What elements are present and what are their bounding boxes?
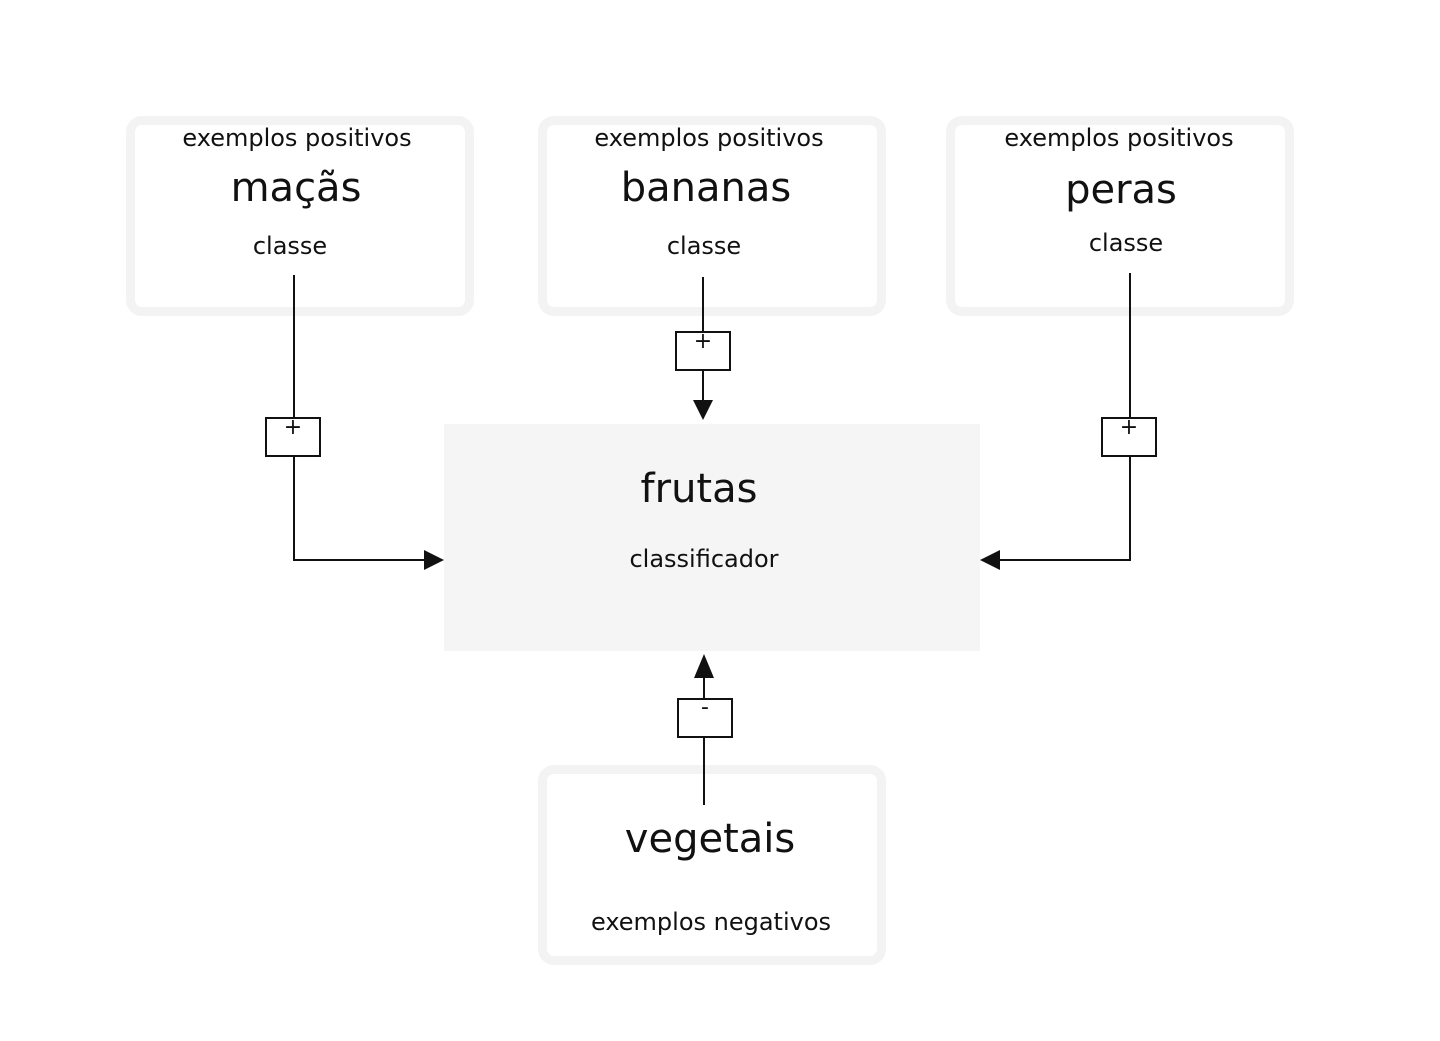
- sign-vegetais: -: [701, 695, 709, 720]
- vegetais-caption: exemplos negativos: [590, 908, 832, 936]
- bananas-name: bananas: [620, 165, 792, 211]
- bananas-heading: exemplos positivos: [594, 124, 824, 152]
- classifier-name: frutas: [640, 466, 758, 512]
- negative-card-vegetais: [538, 765, 886, 965]
- sign-box-vegetais: [677, 698, 733, 738]
- macas-heading: exemplos positivos: [182, 124, 412, 152]
- vegetais-name: vegetais: [624, 816, 796, 862]
- sign-peras: +: [1119, 415, 1139, 440]
- sign-box-bananas: [675, 331, 731, 371]
- arrowhead-peras: [980, 550, 1000, 570]
- peras-heading: exemplos positivos: [1004, 124, 1234, 152]
- peras-name: peras: [1065, 167, 1177, 213]
- arrowhead-bananas: [693, 400, 713, 420]
- sign-box-macas: [265, 417, 321, 457]
- connector-macas-lower: [293, 456, 426, 561]
- class-card-bananas: [538, 116, 886, 316]
- classifier-box: [444, 424, 980, 651]
- class-card-macas: [126, 116, 474, 316]
- sign-box-peras: [1101, 417, 1157, 457]
- sign-macas: +: [283, 415, 303, 440]
- macas-caption: classe: [252, 232, 328, 260]
- sign-bananas: +: [693, 329, 713, 354]
- arrowhead-macas: [424, 550, 444, 570]
- connector-peras-lower: [998, 456, 1131, 561]
- bananas-caption: classe: [666, 232, 742, 260]
- arrowhead-vegetais: [694, 654, 714, 678]
- classifier-caption: classificador: [629, 545, 779, 573]
- class-card-peras: [946, 116, 1294, 316]
- macas-name: maçãs: [230, 165, 362, 211]
- peras-caption: classe: [1088, 229, 1164, 257]
